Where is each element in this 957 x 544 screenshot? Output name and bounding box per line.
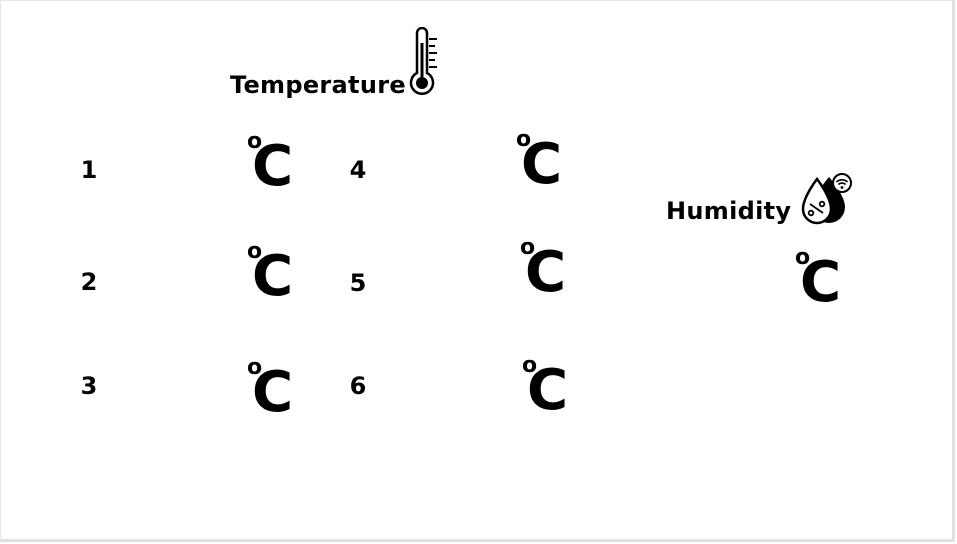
sensor-4-reading: o C bbox=[516, 129, 566, 201]
thermometer-icon bbox=[409, 27, 437, 96]
celsius-unit: C bbox=[800, 250, 842, 315]
degree-symbol: o bbox=[516, 127, 532, 152]
celsius-unit: C bbox=[521, 132, 563, 197]
celsius-unit: C bbox=[252, 244, 294, 309]
humidity-title: Humidity bbox=[666, 197, 792, 225]
sensor-5-reading: o C bbox=[520, 237, 570, 309]
sensor-1-reading: o C bbox=[247, 131, 297, 203]
sensor-2-label: 2 bbox=[80, 268, 98, 296]
sensor-5-label: 5 bbox=[349, 269, 367, 297]
degree-symbol: o bbox=[522, 353, 538, 378]
sensor-6-label: 6 bbox=[349, 372, 367, 400]
celsius-unit: C bbox=[252, 134, 294, 199]
sensor-3-reading: o C bbox=[247, 357, 297, 429]
sensor-3-label: 3 bbox=[80, 372, 98, 400]
degree-symbol: o bbox=[795, 245, 811, 270]
celsius-unit: C bbox=[527, 358, 569, 423]
sensor-1-label: 1 bbox=[80, 156, 98, 184]
sensor-2-reading: o C bbox=[247, 241, 297, 313]
sensor-6-reading: o C bbox=[522, 355, 572, 427]
degree-symbol: o bbox=[247, 129, 263, 154]
temperature-title: Temperature bbox=[230, 71, 406, 99]
celsius-unit: C bbox=[252, 360, 294, 425]
degree-symbol: o bbox=[247, 239, 263, 264]
humidity-drops-icon bbox=[801, 173, 852, 225]
degree-symbol: o bbox=[520, 235, 536, 260]
celsius-unit: C bbox=[525, 240, 567, 305]
degree-symbol: o bbox=[247, 355, 263, 380]
humidity-reading: o C bbox=[795, 247, 845, 319]
sensor-4-label: 4 bbox=[349, 156, 367, 184]
